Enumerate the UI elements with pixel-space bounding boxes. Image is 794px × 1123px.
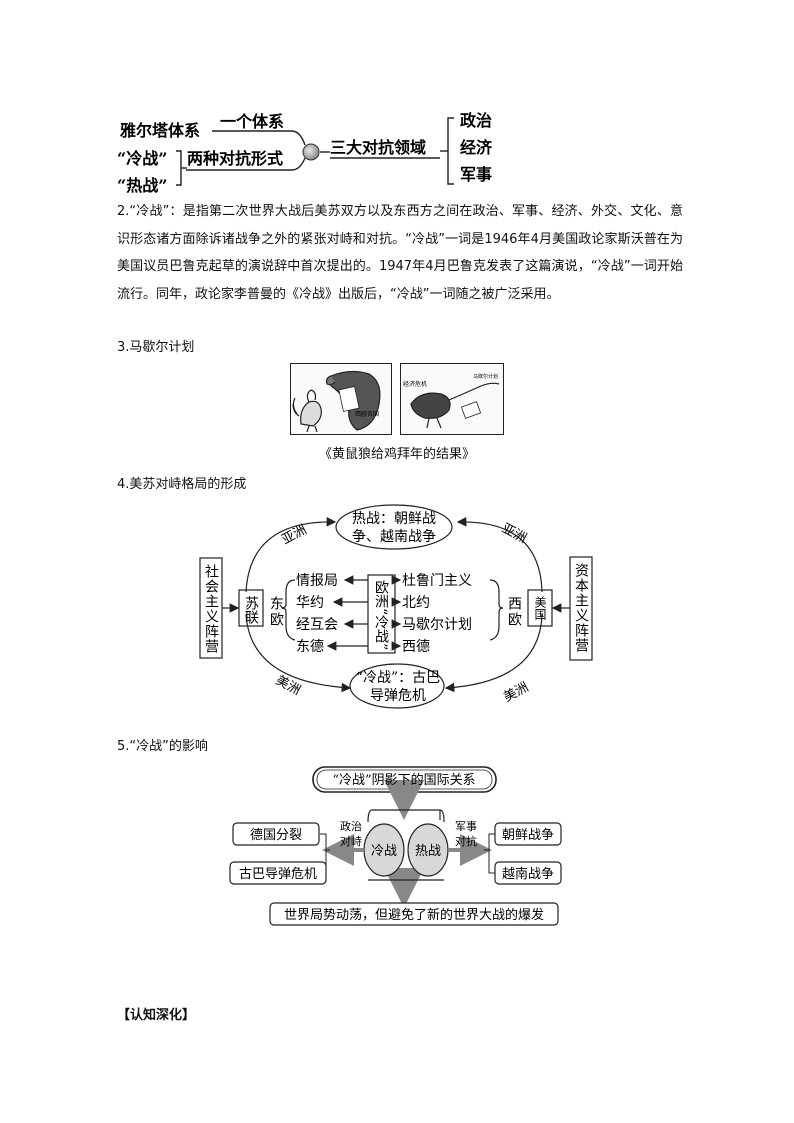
cartoon-caption: 《黄鼠狼给鸡拜年的结果》: [318, 447, 475, 462]
field-economy: 经济: [460, 138, 493, 157]
left-item-cominform: 情报局: [296, 573, 338, 589]
right-item-nato: 北约: [402, 595, 430, 611]
hot-war-circle-text: 热战: [415, 844, 441, 859]
impact-heading: 5.“冷战”的影响: [117, 739, 208, 754]
military-label-2: 对抗: [455, 834, 477, 848]
cartoon-right-label: 经济危机: [403, 380, 427, 388]
center-node: [302, 143, 320, 161]
confrontation-heading: 4.美苏对峙格局的形成: [117, 477, 247, 492]
usa-label: 美国: [533, 596, 547, 620]
hot-war-label: “热战”: [117, 176, 167, 195]
hot-war-line2: 争、越南战争: [352, 529, 436, 545]
germany-division-box: [232, 822, 320, 846]
cartoon-right-sign: 马歇尔计划: [473, 373, 498, 380]
left-item-east-germany: 东德: [296, 639, 324, 655]
germany-division-text: 德国分裂: [250, 828, 302, 843]
left-item-comecon: 经互会: [296, 617, 338, 633]
dead-rooster-figure: [410, 382, 500, 429]
hot-war-oval: [335, 504, 453, 550]
cartoon-right-paper: [460, 401, 482, 419]
field-politics: 政治: [460, 111, 492, 130]
military-label-1: 军事: [455, 820, 477, 833]
vietnam-war-text: 越南战争: [502, 866, 554, 882]
right-item-truman: 杜鲁门主义: [402, 573, 472, 589]
political-label-1: 政治: [340, 819, 362, 833]
yalta-system-label: 雅尔塔体系: [119, 121, 200, 140]
socialist-camp-label: 社会主义阵营: [203, 564, 219, 654]
deepen-understanding-heading: 【认知深化】: [117, 1008, 196, 1023]
europe-cold-war-box: [367, 574, 396, 654]
one-system-label: 一个体系: [220, 112, 284, 131]
political-label-2: 对峙: [340, 834, 362, 848]
cold-war-definition: 2.“冷战”：是指第二次世界大战后美苏双方以及东西方之间在政治、军事、经济、外交…: [117, 204, 683, 302]
cartoon-right: 经济危机 马歇尔计划: [400, 363, 504, 435]
rooster-figure: [292, 389, 322, 433]
cuba-line2: 导弹危机: [370, 688, 426, 704]
two-forms-label: 两种对抗形式: [187, 149, 283, 168]
three-fields-label: 三大对抗领域: [330, 138, 426, 157]
korean-war-text: 朝鲜战争: [502, 828, 554, 843]
bottom-box-text: 世界局势动荡，但避免了新的世界大战的爆发: [284, 907, 544, 923]
top-box-text: “冷战”阴影下的国际关系: [332, 772, 475, 788]
soviet-label: 苏联: [243, 596, 259, 625]
right-item-west-germany: 西德: [402, 639, 430, 655]
field-military: 军事: [460, 165, 492, 184]
cuba-line1: “冷战”：古巴: [356, 670, 440, 686]
east-europe-label: 东欧: [268, 596, 284, 628]
hot-war-line1: 热战：朝鲜战: [352, 511, 436, 527]
marshall-plan-heading: 3.马歇尔计划: [117, 340, 195, 355]
europe-cold-war-label: 欧洲“冷战”: [373, 580, 389, 650]
cuba-crisis-text: 古巴导弹危机: [239, 867, 317, 882]
cartoon-left-label: 西欧各国: [355, 410, 379, 418]
west-europe-label: 西欧: [506, 596, 522, 628]
left-item-warsaw: 华约: [296, 595, 324, 611]
bottom-box: [269, 902, 559, 926]
cold-war-label: “冷战”: [117, 149, 167, 168]
capitalist-camp-label: 资本主义阵营: [573, 563, 589, 653]
cold-war-circle-text: 冷战: [371, 844, 397, 859]
right-item-marshall: 马歇尔计划: [402, 617, 472, 633]
cold-war-cuba-oval: [349, 663, 445, 709]
cartoon-left-sign: [338, 386, 360, 412]
cartoon-left: 西欧各国: [290, 363, 392, 435]
